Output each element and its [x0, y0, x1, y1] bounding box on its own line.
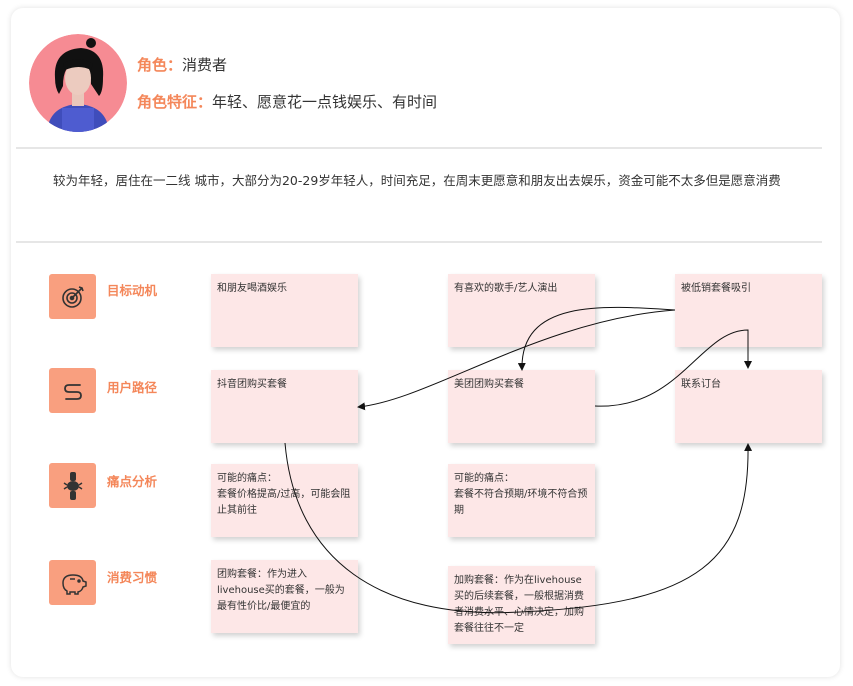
avatar	[29, 34, 127, 132]
description: 较为年轻，居住在一二线 城市，大部分为20-29岁年轻人，时间充足，在周末更愿意…	[53, 173, 781, 188]
divider-bottom	[16, 241, 822, 243]
traits-line: 角色特征：年轻、愿意花一点钱娱乐、有时间	[137, 91, 437, 112]
traits-label: 角色特征：	[137, 93, 213, 111]
arrow-meituan-to-book-table	[594, 329, 752, 407]
row-label-path: 用户路径	[107, 380, 158, 395]
note-group-package: 团购套餐：作为进入livehouse买的套餐，一般为最有性价比/最便宜的	[211, 560, 358, 633]
traits-value: 年轻、愿意花一点钱娱乐、有时间	[212, 93, 438, 111]
path-icon	[49, 368, 96, 413]
note-meituan-purchase: 美团团购买套餐	[448, 370, 595, 443]
arrow-low-price-to-meituan	[517, 306, 676, 371]
divider-top	[16, 147, 822, 149]
note-pain-price: 可能的痛点： 套餐价格提高/过高，可能会阻止其前往	[211, 464, 358, 537]
row-label-pain: 痛点分析	[107, 474, 158, 489]
role-label: 角色：	[137, 56, 183, 74]
note-douyin-purchase: 抖音团购买套餐	[211, 370, 358, 443]
role-value: 消费者	[182, 56, 228, 74]
arrow-low-price-to-douyin	[357, 309, 676, 411]
row-label-habit: 消费习惯	[107, 570, 158, 585]
note-drink-with-friends: 和朋友喝酒娱乐	[211, 274, 358, 347]
row-label-motivation: 目标动机	[107, 283, 158, 298]
piggy-bank-icon	[49, 560, 96, 605]
joint-icon	[49, 463, 96, 508]
note-favorite-artist: 有喜欢的歌手/艺人演出	[448, 274, 595, 347]
arrow-douyin-to-book-table	[284, 442, 753, 614]
note-pain-expectation: 可能的痛点： 套餐不符合预期/环境不符合预期	[448, 464, 595, 537]
role-line: 角色：消费者	[137, 54, 227, 75]
target-icon	[49, 274, 96, 319]
note-book-table: 联系订台	[675, 370, 822, 443]
